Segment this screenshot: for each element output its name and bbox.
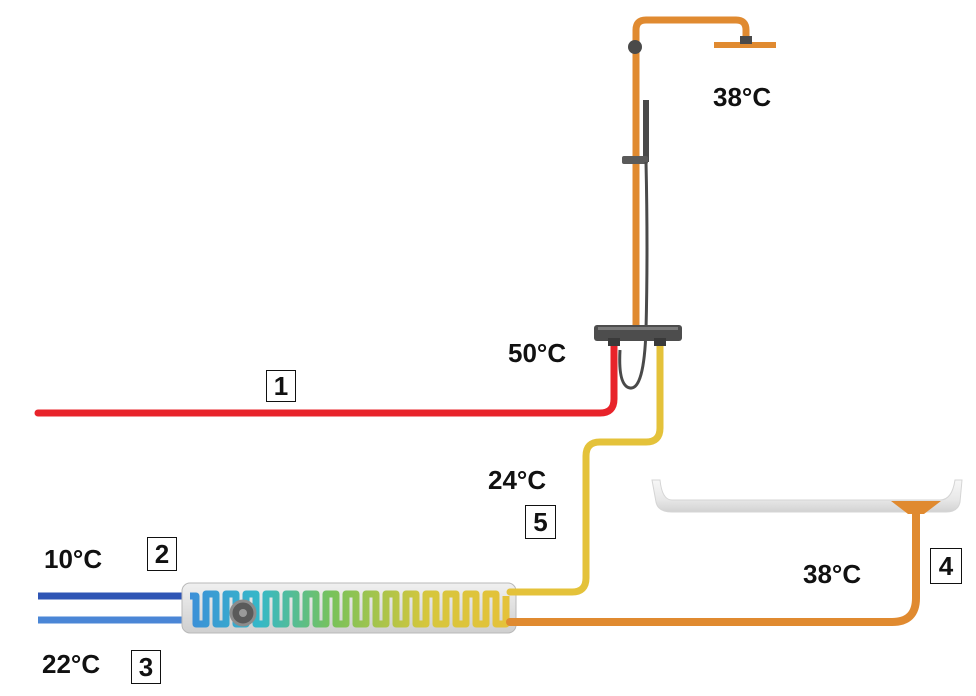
preheated-water-pipe	[506, 334, 664, 596]
shower-head	[714, 42, 776, 48]
hot-water-pipe	[34, 334, 618, 417]
marker-preheated-line: 5	[525, 505, 556, 539]
mixer-hot-temperature: 50°C	[508, 338, 567, 368]
drain-outlet-temperature: 22°C	[42, 649, 101, 679]
marker-hot-supply: 1	[266, 370, 296, 402]
shower-head-temperature: 38°C	[713, 82, 772, 112]
cold-inlet-temperature: 10°C	[44, 544, 103, 574]
marker-tray-drain: 4	[930, 548, 962, 584]
hand-shower	[643, 100, 649, 162]
marker-drain-outlet: 3	[131, 650, 161, 684]
preheated-temperature: 24°C	[488, 465, 547, 495]
hand-shower-holder	[622, 156, 648, 164]
shower-hose	[618, 161, 649, 390]
marker-cold-supply: 2	[147, 537, 177, 571]
heat-exchanger	[181, 582, 517, 634]
tray-drain-funnel	[891, 501, 941, 514]
riser-bracket	[628, 40, 642, 54]
tray-drain-temperature: 38°C	[803, 559, 862, 589]
tray-drain-pipe	[506, 504, 920, 626]
shower-riser-pipe	[632, 16, 750, 334]
shower-tray	[651, 479, 963, 513]
